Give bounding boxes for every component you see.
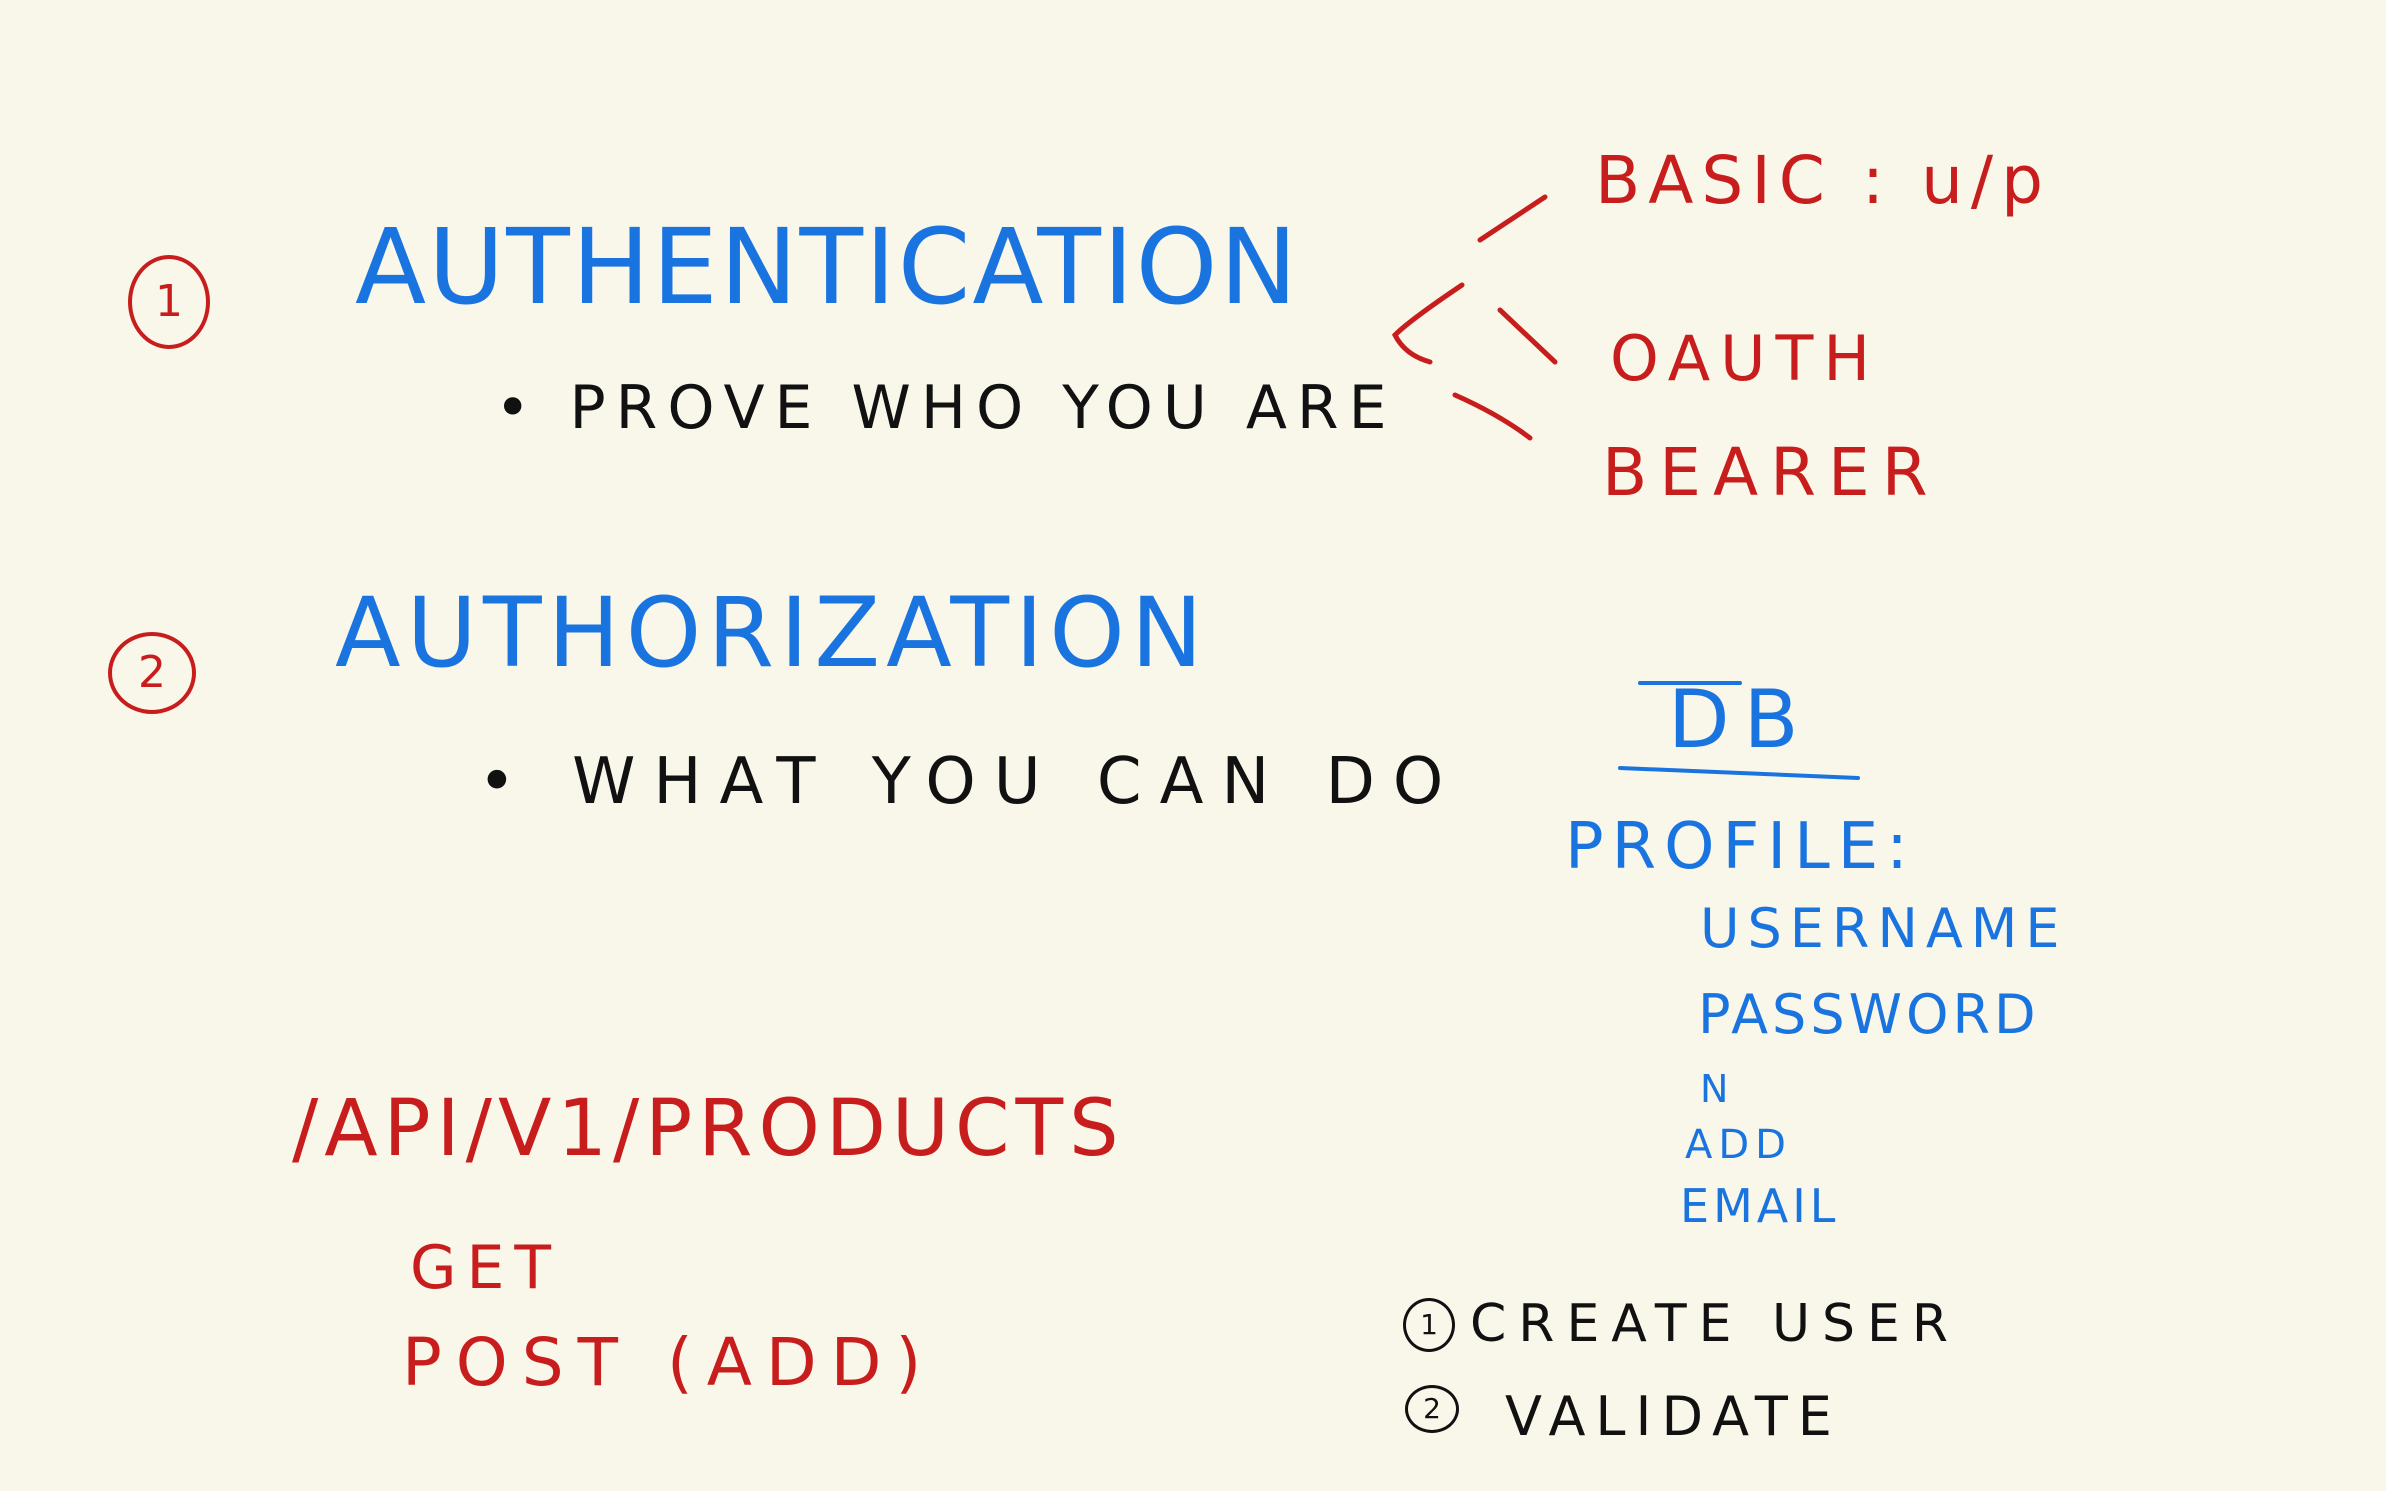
db-field-username: USERNAME — [1700, 897, 2068, 960]
step-number-1-text: 1 — [1420, 1308, 1438, 1341]
db-underline — [1618, 766, 1860, 780]
api-method-post: POST (ADD) — [402, 1324, 936, 1401]
section-number-1-text: 1 — [155, 276, 183, 327]
api-method-get: GET — [410, 1233, 562, 1303]
db-profile-label: PROFILE: — [1565, 810, 1916, 884]
branch-stroke-basic — [1477, 194, 1548, 243]
db-note-add: ADD — [1685, 1122, 1792, 1168]
branch-stroke-bearer — [1452, 392, 1533, 441]
api-path: /API/V1/PRODUCTS — [292, 1084, 1125, 1174]
auth-type-basic: BASIC : u/p — [1595, 142, 2052, 219]
step-number-2-text: 2 — [1423, 1392, 1441, 1425]
branch-stroke-oauth — [1497, 307, 1558, 365]
db-note-email: EMAIL — [1680, 1179, 1840, 1233]
step-number-1: 1 — [1403, 1298, 1455, 1352]
auth-type-oauth: OAUTH — [1610, 322, 1880, 395]
section-number-2: 2 — [108, 632, 196, 714]
section-number-1: 1 — [128, 255, 210, 349]
step-number-2: 2 — [1405, 1385, 1459, 1433]
step-validate: VALIDATE — [1505, 1385, 1842, 1448]
branch-bracket — [1391, 282, 1465, 365]
section-number-2-text: 2 — [138, 647, 166, 698]
authorization-bullet: • WHAT YOU CAN DO — [478, 745, 1462, 819]
authorization-title: AUTHORIZATION — [335, 577, 1209, 689]
db-field-password: PASSWORD — [1698, 983, 2040, 1046]
authentication-bullet: • PROVE WHO YOU ARE — [495, 373, 1397, 443]
db-title: DB — [1668, 673, 1813, 766]
auth-type-bearer: BEARER — [1602, 434, 1940, 511]
db-note-n: N — [1700, 1067, 1731, 1111]
authentication-title: AUTHENTICATION — [355, 206, 1300, 328]
step-create-user: CREATE USER — [1470, 1294, 1961, 1354]
